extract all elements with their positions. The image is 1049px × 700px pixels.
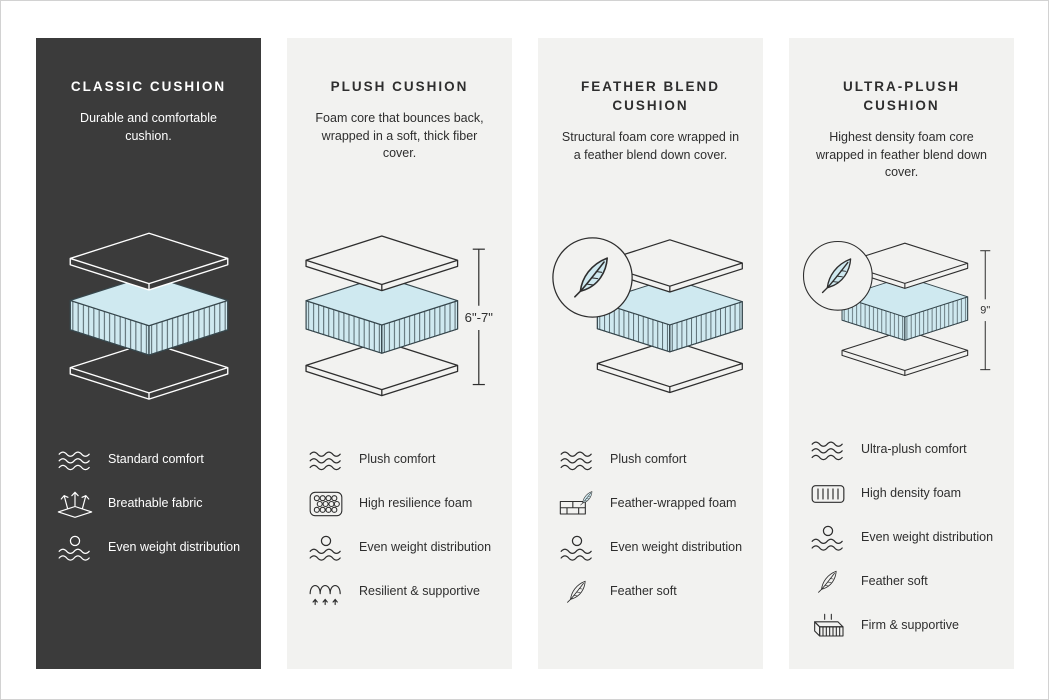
feather-icon [807,567,849,597]
panel-title: ULTRA-PLUSH CUSHION [843,79,960,113]
feature-list: Plush comfort High resilience foam Even … [305,444,494,607]
feature-item: High density foam [807,478,996,509]
panel-description: Durable and comfortable cushion. [80,110,217,143]
cushion-layers-diagram [552,237,743,393]
feature-item: Even weight distribution [54,532,243,563]
feather-icon [556,577,598,607]
panel-title: PLUSH CUSHION [330,79,469,94]
feature-item: Ultra-plush comfort [807,434,996,465]
feature-label: Feather-wrapped foam [610,496,737,511]
even-weight-icon [305,533,347,563]
feather-brick-icon [556,489,598,519]
panel-header: PLUSH CUSHION Foam core that bounces bac… [305,78,494,204]
feature-label: Feather soft [861,574,928,589]
feather-badge [552,237,633,318]
feature-list: Standard comfort Breathable fabric Even … [54,444,243,563]
feature-item: Standard comfort [54,444,243,475]
cushion-illustration [48,204,249,430]
cushion-layers-diagram: 9" [802,240,991,377]
feature-item: Resilient & supportive [305,576,494,607]
panel-title: FEATHER BLEND CUSHION [581,79,720,113]
feature-item: Breathable fabric [54,488,243,519]
feature-item: High resilience foam [305,488,494,519]
panel-header: FEATHER BLEND CUSHION Structural foam co… [556,78,745,204]
feature-label: Even weight distribution [359,540,492,555]
height-label: 6"-7" [464,310,493,325]
feature-item: Feather soft [807,566,996,597]
even-weight-icon [54,533,96,563]
feature-label: Plush comfort [359,452,436,467]
feature-list: Ultra-plush comfort High density foam Ev… [807,434,996,641]
hd-foam-icon [807,479,849,509]
cushion-illustration: 6"-7" [299,204,500,430]
firm-support-icon [807,611,849,641]
feature-label: Breathable fabric [108,496,203,511]
feature-label: Even weight distribution [610,540,743,555]
feature-label: Ultra-plush comfort [861,442,967,457]
panel-ultra-plush-cushion: ULTRA-PLUSH CUSHION Highest density foam… [789,38,1014,669]
height-marker [980,250,991,371]
feature-item: Plush comfort [556,444,745,475]
panel-classic-cushion: CLASSIC CUSHION Durable and comfortable … [36,38,261,669]
feature-label: Standard comfort [108,452,204,467]
feature-list: Plush comfort Feather-wrapped foam Even … [556,444,745,607]
even-weight-icon [807,523,849,553]
feature-label: Even weight distribution [861,530,994,545]
panel-plush-cushion: PLUSH CUSHION Foam core that bounces bac… [287,38,512,669]
feature-item: Firm & supportive [807,610,996,641]
feature-label: High resilience foam [359,496,473,511]
feature-label: Even weight distribution [108,540,241,555]
height-marker [472,248,485,386]
breathable-icon [54,489,96,519]
feature-item: Even weight distribution [305,532,494,563]
cushion-comparison-board: CLASSIC CUSHION Durable and comfortable … [1,1,1048,669]
feature-item: Feather-wrapped foam [556,488,745,519]
cushion-illustration: 9" [801,200,1002,420]
panel-description: Highest density foam core wrapped in fea… [816,129,987,180]
panel-title: CLASSIC CUSHION [70,79,227,94]
feature-label: High density foam [861,486,962,501]
feature-item: Feather soft [556,576,745,607]
panel-feather-blend-cushion: FEATHER BLEND CUSHION Structural foam co… [538,38,763,669]
waves-icon [807,435,849,465]
feature-label: Resilient & supportive [359,584,480,599]
feature-item: Even weight distribution [807,522,996,553]
waves-icon [305,445,347,475]
even-weight-icon [556,533,598,563]
panel-description: Foam core that bounces back, wrapped in … [315,110,484,161]
feather-badge [802,240,873,311]
panel-header: CLASSIC CUSHION Durable and comfortable … [54,78,243,204]
panel-description: Structural foam core wrapped in a feathe… [561,129,740,162]
waves-icon [556,445,598,475]
feature-item: Plush comfort [305,444,494,475]
panel-header: ULTRA-PLUSH CUSHION Highest density foam… [807,78,996,200]
spring-icon [305,577,347,607]
feature-item: Even weight distribution [556,532,745,563]
cushion-layers-diagram: 6"-7" [304,235,493,397]
feature-label: Firm & supportive [861,618,959,633]
feature-label: Plush comfort [610,452,687,467]
waves-icon [54,445,96,475]
cushion-illustration [550,204,751,430]
height-label: 9" [980,305,990,317]
feature-label: Feather soft [610,584,677,599]
honeycomb-icon [305,489,347,519]
cushion-layers-diagram [69,232,228,400]
